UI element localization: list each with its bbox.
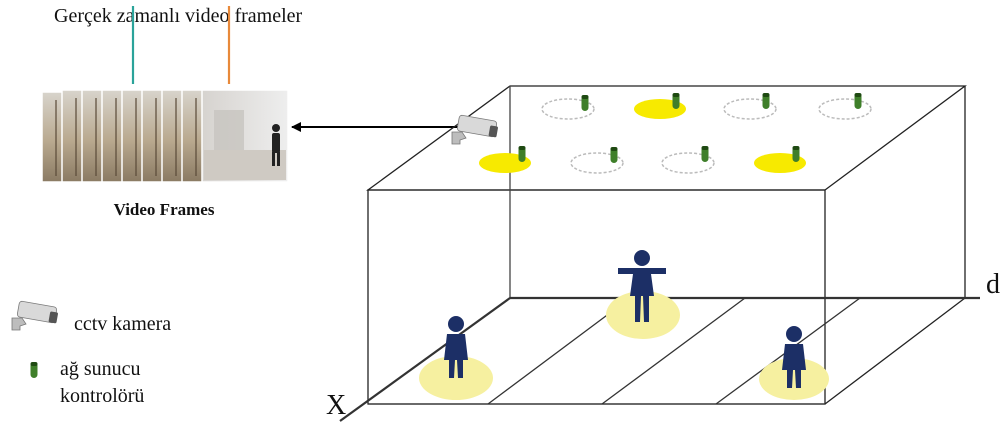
ceiling-zones xyxy=(479,98,872,174)
zone-active xyxy=(479,153,531,173)
frame-person xyxy=(272,124,280,166)
floor-light xyxy=(419,356,493,400)
controller-icon xyxy=(792,146,800,162)
floor-light xyxy=(606,291,680,339)
room-box xyxy=(366,85,967,405)
zone-inactive xyxy=(818,98,872,120)
zone-inactive xyxy=(541,98,595,120)
legend-controller-label-line1: ağ sunucu xyxy=(60,358,141,380)
x-axis-line xyxy=(339,297,511,422)
legend-camera-label: cctv kamera xyxy=(74,313,171,335)
x-axis-label: X xyxy=(326,390,346,421)
d-axis-label: d xyxy=(986,269,1000,300)
controller-icon xyxy=(581,95,589,111)
zone-inactive xyxy=(661,152,715,174)
person-arms-out-icon xyxy=(618,250,666,322)
legend-controller-icon xyxy=(30,362,38,378)
floor-light xyxy=(759,358,829,400)
legend: cctv kamera ağ sunucu kontrolörü xyxy=(11,300,171,407)
cctv-camera-icon xyxy=(451,114,499,145)
zone-inactive xyxy=(570,152,624,174)
zone-inactive xyxy=(723,98,777,120)
legend-controller-label-line2: kontrolörü xyxy=(60,385,144,407)
controller-icon xyxy=(610,147,618,163)
controller-icon xyxy=(518,146,526,162)
video-frames-stack xyxy=(41,89,289,183)
controller-icon xyxy=(672,93,680,109)
controller-icon xyxy=(854,93,862,109)
controller-icon xyxy=(701,146,709,162)
controller-icon xyxy=(762,93,770,109)
legend-cctv-camera-icon xyxy=(11,300,59,331)
video-frames-caption: Video Frames xyxy=(114,200,215,219)
realtime-frames-caption: Gerçek zamanlı video frameler xyxy=(54,5,303,27)
